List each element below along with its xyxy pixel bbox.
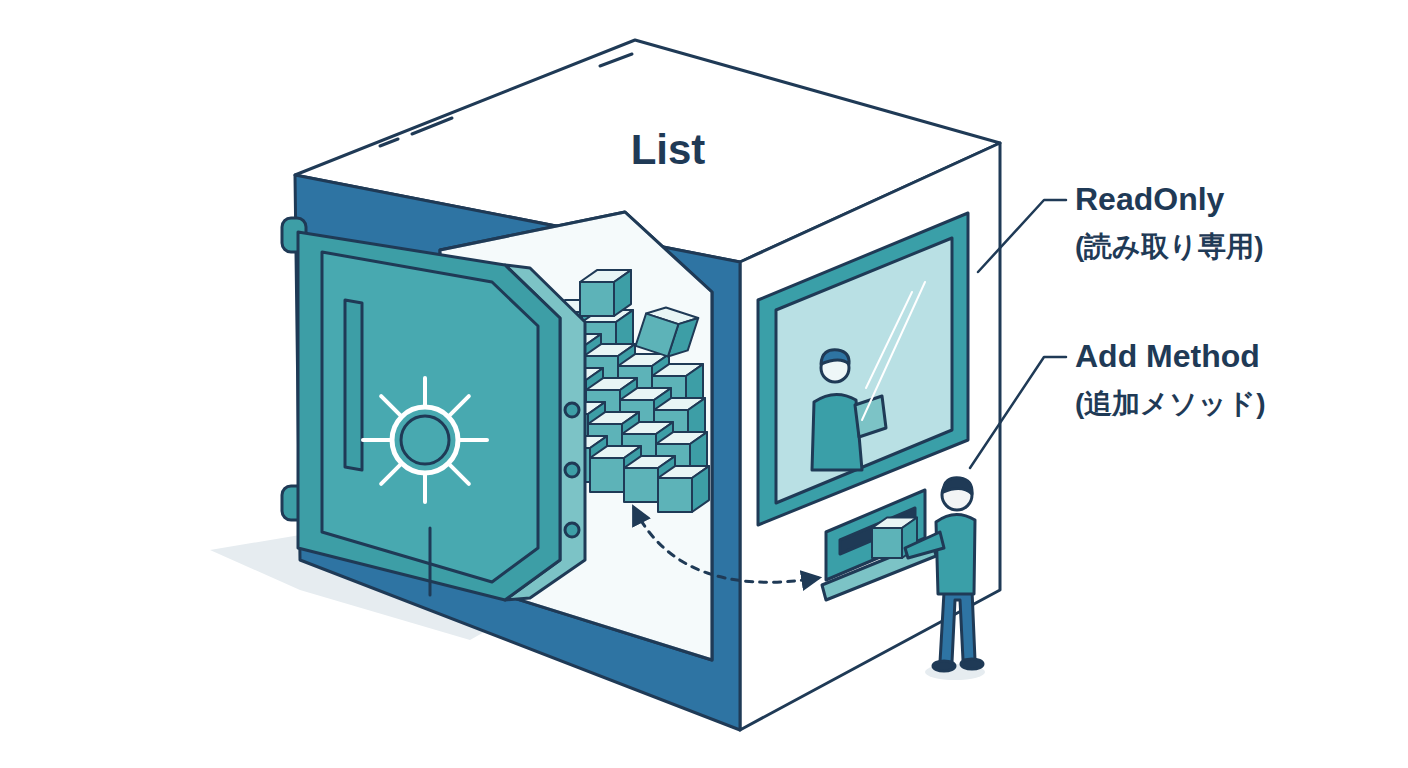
viewer-hair	[821, 350, 849, 364]
person-shoe	[933, 661, 955, 671]
item-cube	[636, 302, 699, 361]
door-bolt	[565, 463, 579, 477]
door-panel	[298, 232, 560, 600]
person-shoe	[961, 659, 983, 669]
glass-glare	[862, 282, 925, 420]
transfer-arrow	[634, 508, 818, 582]
person-arm	[905, 532, 944, 558]
door-bolt	[565, 403, 579, 417]
door-wheel	[363, 378, 487, 502]
edge-highlight	[380, 139, 398, 146]
door-ridge	[345, 300, 362, 470]
edge-highlight	[412, 118, 452, 134]
window-frame	[758, 213, 968, 525]
glass-glare	[866, 292, 912, 388]
item-cube	[658, 466, 709, 512]
node-title: List	[631, 127, 706, 173]
item-cube	[580, 270, 631, 316]
readonly-window	[758, 213, 968, 525]
vault-door	[282, 218, 585, 600]
callout-label: (追加メソッド)	[1075, 387, 1266, 421]
person-hair	[943, 478, 972, 494]
leader-line	[978, 200, 1066, 272]
callout-label: Add Method	[1075, 337, 1260, 375]
cube-front-face	[295, 175, 740, 730]
cube-label-node: List	[578, 120, 758, 180]
leader-line	[970, 357, 1066, 468]
edge-highlight	[600, 54, 632, 66]
door-bolt	[565, 523, 579, 537]
door-seam	[429, 528, 432, 595]
callout-label: (読み取り専用)	[1075, 230, 1264, 264]
window-glass	[776, 238, 952, 503]
cube-right-face	[740, 143, 1000, 730]
person-adding	[872, 478, 983, 671]
person-legs	[940, 590, 975, 662]
callout-label: ReadOnly	[1075, 180, 1224, 218]
person-body	[936, 514, 975, 594]
